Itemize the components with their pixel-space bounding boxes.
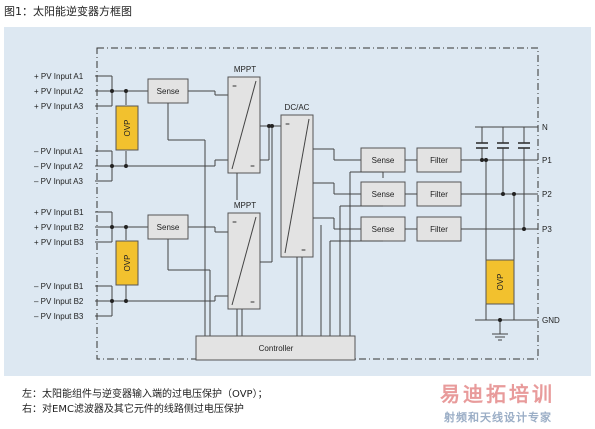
ovp-block-output: OVP	[485, 259, 515, 305]
output-label-n: N	[542, 123, 548, 132]
sense-label-a: Sense	[157, 87, 180, 96]
sense-block-a: Sense	[147, 78, 189, 104]
controller-block: Controller	[195, 335, 356, 361]
input-junctions	[110, 89, 128, 303]
filter-label-p1: Filter	[430, 156, 448, 165]
caption-left: 左：太阳能组件与逆变器输入端的过电压保护（OVP）；	[22, 389, 268, 400]
input-label-b3-neg: – PV Input B3	[34, 312, 84, 321]
sense-block-p3: Sense	[360, 216, 406, 242]
sense-block-p2: Sense	[360, 181, 406, 207]
sense-label-p2: Sense	[372, 190, 395, 199]
mppt-a-eq-top: =	[232, 83, 237, 90]
mppt-b-eq-bottom: =	[250, 299, 255, 306]
dcac-eq-bottom: =	[301, 247, 306, 254]
input-label-b2-pos: + PV Input B2	[34, 223, 84, 232]
watermark-subtitle: 射频和天线设计专家	[444, 411, 552, 424]
caption-right: 右：对EMC滤波器及其它元件的线路侧过电压保护	[22, 404, 244, 415]
output-label-p1: P1	[542, 156, 552, 165]
mppt-block-a: MPPT = =	[227, 65, 261, 174]
sense-label-b: Sense	[157, 223, 180, 232]
filter-block-p3: Filter	[416, 216, 462, 242]
ovp-block-b: OVP	[115, 240, 139, 286]
ovp-label-output: OVP	[496, 274, 505, 291]
ovp-label-a: OVP	[123, 120, 132, 137]
input-label-a2-neg: – PV Input A2	[34, 162, 83, 171]
output-label-p3: P3	[542, 225, 552, 234]
sense-block-b: Sense	[147, 214, 189, 240]
dc-link-wires	[260, 125, 281, 263]
output-label-gnd: GND	[542, 316, 560, 325]
input-wires	[95, 75, 228, 317]
sense-block-p1: Sense	[360, 147, 406, 173]
watermark-logo-text: 易迪拓培训	[440, 382, 555, 406]
sense-label-p3: Sense	[372, 225, 395, 234]
input-label-a3-pos: + PV Input A3	[34, 102, 84, 111]
mppt-block-b: MPPT = =	[227, 201, 261, 310]
input-label-b2-neg: – PV Input B2	[34, 297, 84, 306]
filter-block-p2: Filter	[416, 181, 462, 207]
filter-block-p1: Filter	[416, 147, 462, 173]
filter-label-p2: Filter	[430, 190, 448, 199]
filter-label-p3: Filter	[430, 225, 448, 234]
controller-label: Controller	[259, 344, 294, 353]
dc-link-junctions	[267, 124, 274, 128]
ac-wires	[313, 148, 361, 230]
capacitor-plates	[476, 142, 530, 149]
dcac-eq-top: =	[285, 121, 290, 128]
input-labels: + PV Input A1 + PV Input A2 + PV Input A…	[34, 72, 84, 321]
mppt-title-a: MPPT	[234, 65, 256, 74]
input-label-a2-pos: + PV Input A2	[34, 87, 84, 96]
sense-label-p1: Sense	[372, 156, 395, 165]
controller-wires	[167, 103, 384, 336]
input-label-b1-neg: – PV Input B1	[34, 282, 84, 291]
figure-title: 图1：太阳能逆变器方框图	[4, 5, 132, 18]
mppt-b-eq-top: =	[232, 219, 237, 226]
output-label-p2: P2	[542, 190, 552, 199]
input-label-a3-neg: – PV Input A3	[34, 177, 83, 186]
dcac-title: DC/AC	[285, 103, 310, 112]
ovp-label-b: OVP	[123, 255, 132, 272]
output-junctions	[480, 158, 526, 322]
mppt-a-eq-bottom: =	[250, 163, 255, 170]
dcac-block: DC/AC = =	[280, 103, 314, 258]
mppt-title-b: MPPT	[234, 201, 256, 210]
input-label-b1-pos: + PV Input B1	[34, 208, 84, 217]
input-label-b3-pos: + PV Input B3	[34, 238, 84, 247]
output-wires	[405, 126, 538, 341]
ovp-block-a: OVP	[115, 105, 139, 151]
input-label-a1-pos: + PV Input A1	[34, 72, 84, 81]
input-label-a1-neg: – PV Input A1	[34, 147, 83, 156]
output-labels: N P1 P2 P3 GND	[542, 123, 560, 325]
